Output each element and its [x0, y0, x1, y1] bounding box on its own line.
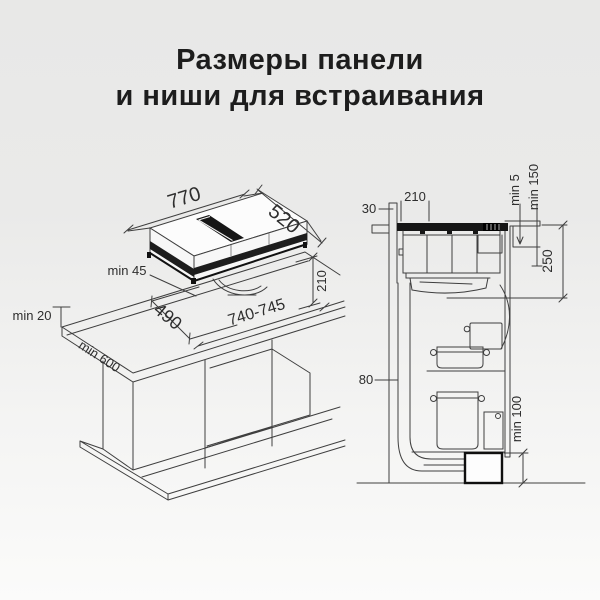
plinth-outlet-box: [463, 451, 504, 485]
exhaust-duct: [397, 282, 504, 485]
duct-collar: [212, 278, 268, 296]
grease-tray: [405, 272, 491, 294]
section-structure: [356, 202, 586, 484]
title-line-2: и ниши для встраивания: [115, 80, 485, 113]
dim-install-depth: 250: [539, 249, 555, 273]
dim-counter-gap: min 5: [507, 174, 522, 206]
title-line-1: Размеры панели: [176, 44, 424, 76]
page-title: Размеры панели и ниши для встраивания: [0, 42, 600, 115]
dim-underside-clearance: min 45: [107, 263, 146, 278]
power-cable: [499, 284, 510, 350]
hob-panel: [147, 192, 309, 296]
dim-panel-height: 210: [314, 270, 329, 292]
right-diagram: 30 210 min 5 min 150 250 80 min 100: [356, 164, 586, 488]
hob-panel-section: [397, 223, 508, 234]
dim-edge-offset: min 20: [12, 308, 51, 323]
countertop: [61, 251, 346, 383]
dim-cutout-width: 740-745: [226, 296, 287, 329]
hood-intake-slot: [196, 215, 244, 242]
niche-opening: [204, 339, 311, 469]
dim-top-width: 210: [404, 189, 426, 204]
dim-back-gap: 30: [362, 201, 376, 216]
cabinet: [79, 339, 346, 501]
hood-plenum: [398, 230, 503, 294]
air-inlet-grille: [483, 223, 500, 231]
dim-plinth-height: min 100: [509, 396, 524, 442]
dim-side-clearance: min 150: [526, 164, 541, 210]
dim-duct-width: 80: [359, 372, 373, 387]
dim-counter-depth: min 600: [76, 337, 123, 375]
left-diagram: 770 520 min 45 490 740-745 210 min 20 mi…: [12, 183, 346, 501]
right-dimensions: 30 210 min 5 min 150 250 80 min 100: [359, 164, 568, 488]
plinth-floor: [79, 418, 346, 501]
cookware: [430, 322, 504, 450]
left-dimensions: 770 520 min 45 490 740-745 210 min 20 mi…: [12, 183, 345, 375]
